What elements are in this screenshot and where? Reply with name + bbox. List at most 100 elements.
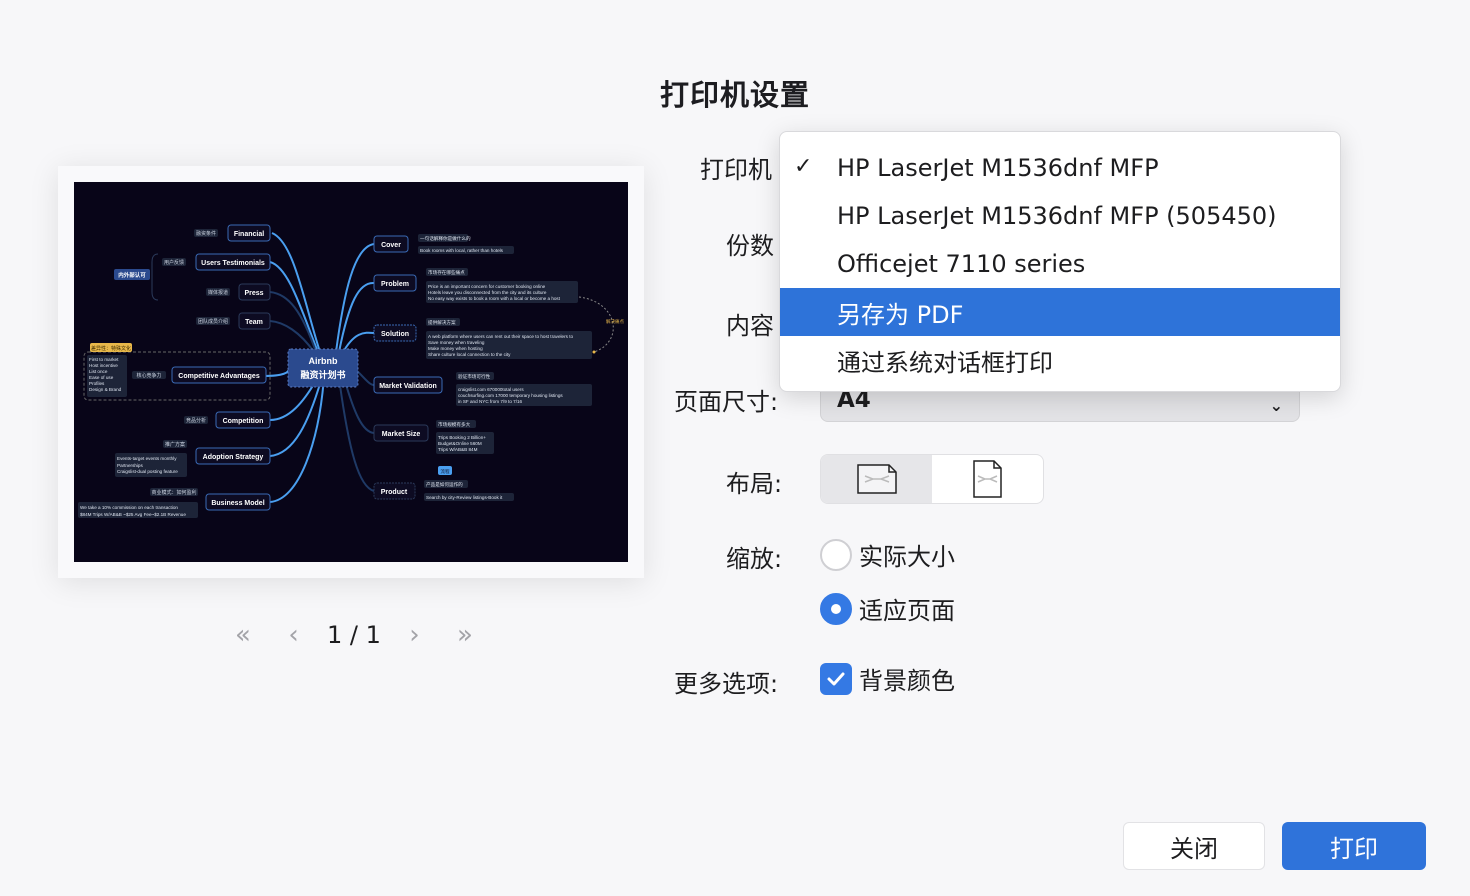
printer-option-hp-laserjet-505450[interactable]: HP LaserJet M1536dnf MFP (505450) (780, 192, 1340, 240)
svg-text:融资计划书: 融资计划书 (300, 369, 345, 380)
svg-text:Problem: Problem (381, 281, 409, 288)
svg-text:Profiles: Profiles (89, 381, 105, 386)
svg-text:Competitive Advantages: Competitive Advantages (178, 373, 260, 380)
printer-option-officejet[interactable]: Officejet 7110 series (780, 240, 1340, 288)
printer-label: 打印机 (700, 156, 772, 184)
svg-text:in SF and NYC from 7/9 to 7/16: in SF and NYC from 7/9 to 7/16 (458, 399, 523, 404)
svg-text:Events-target events monthly: Events-target events monthly (117, 456, 177, 461)
svg-text:First to market: First to market (89, 357, 119, 362)
svg-text:Host incentive: Host incentive (89, 363, 118, 368)
checkbox-checked-icon (820, 662, 852, 695)
svg-text:Hotels leave you disconnected: Hotels leave you disconnected from the c… (428, 290, 547, 295)
background-color-label: 背景颜色 (859, 667, 955, 695)
svg-text:差异性：特殊文化: 差异性：特殊文化 (91, 345, 131, 352)
svg-text:内外部认可: 内外部认可 (118, 271, 146, 279)
svg-text:List once: List once (89, 369, 108, 374)
printer-option-label: 另存为 PDF (837, 300, 964, 329)
svg-text:提供解决方案: 提供解决方案 (428, 319, 456, 326)
portrait-page-icon (972, 460, 1002, 498)
landscape-page-icon (856, 464, 897, 494)
svg-text:Share culture local connection: Share culture local connection to the ci… (428, 352, 511, 357)
svg-text:A web platform where users can: A web platform where users can rent out … (428, 334, 573, 339)
radio-unchecked-icon (820, 538, 852, 571)
last-page-button[interactable]: » (456, 620, 473, 650)
radio-checked-icon (820, 592, 852, 625)
svg-text:We take a 10% commission on ea: We take a 10% commission on each transac… (80, 505, 178, 510)
svg-text:Business Model: Business Model (211, 500, 264, 507)
layout-portrait-button[interactable] (932, 455, 1043, 503)
svg-text:媒体报道: 媒体报道 (208, 289, 228, 296)
svg-text:Book rooms with local, rather: Book rooms with local, rather than hotel… (420, 248, 504, 253)
next-page-button[interactable]: › (409, 620, 420, 650)
svg-text:Save money when traveling: Save money when traveling (428, 340, 485, 345)
svg-text:商业模式：如何盈利: 商业模式：如何盈利 (151, 489, 196, 496)
svg-text:Competition: Competition (223, 418, 264, 425)
mindmap-preview: Airbnb 融资计划书 Financial Users Testimonial… (74, 182, 628, 562)
svg-text:$84M Trips W/AB&B ~$25 Avg Fe: $84M Trips W/AB&B ~$25 Avg Fee~$2.1B Rev… (80, 512, 186, 517)
layout-label: 布局: (726, 470, 783, 498)
print-button[interactable]: 打印 (1282, 822, 1426, 870)
svg-text:craigslist.com 670000total use: craigslist.com 670000total users (458, 387, 524, 392)
svg-text:核心竞争力: 核心竞争力 (136, 372, 161, 379)
svg-text:Design & Brand: Design & Brand (89, 387, 122, 392)
scale-actual-size-option[interactable]: 实际大小 (820, 537, 955, 572)
svg-text:Budget&Online 560M: Budget&Online 560M (438, 441, 482, 446)
layout-landscape-button[interactable] (821, 455, 932, 503)
printer-option-label: HP LaserJet M1536dnf MFP (837, 154, 1159, 182)
svg-text:Market Validation: Market Validation (379, 383, 437, 390)
svg-text:Users Testimonials: Users Testimonials (201, 260, 265, 267)
svg-text:产品是如何运作的: 产品是如何运作的 (426, 481, 463, 488)
scale-actual-size-label: 实际大小 (859, 543, 955, 571)
svg-text:融资条件: 融资条件 (196, 230, 216, 237)
svg-text:竞品分析: 竞品分析 (186, 417, 206, 424)
svg-text:用户反馈: 用户反馈 (164, 259, 184, 266)
printer-option-save-as-pdf[interactable]: 另存为 PDF (780, 288, 1340, 336)
prev-page-button[interactable]: ‹ (288, 620, 299, 650)
svg-text:Press: Press (244, 290, 263, 297)
page-navigator: « ‹ 1 / 1 › » (226, 618, 482, 652)
scale-fit-page-label: 适应页面 (859, 597, 955, 625)
page-count: 1 / 1 (327, 621, 381, 649)
svg-text:Financial: Financial (234, 231, 264, 238)
mindmap-svg: Airbnb 融资计划书 Financial Users Testimonial… (78, 224, 624, 518)
svg-text:团队成员介绍: 团队成员介绍 (198, 318, 228, 325)
svg-text:验证市场可行性: 验证市场可行性 (458, 373, 491, 380)
close-button[interactable]: 关闭 (1123, 822, 1265, 870)
background-color-checkbox[interactable]: 背景颜色 (820, 661, 955, 696)
first-page-button[interactable]: « (235, 620, 251, 650)
printer-option-label: 通过系统对话框打印 (837, 348, 1053, 377)
svg-text:Market Size: Market Size (382, 431, 421, 438)
svg-text:Partnerships: Partnerships (117, 463, 143, 468)
svg-text:Cover: Cover (381, 242, 401, 249)
svg-text:流程: 流程 (440, 468, 450, 475)
svg-text:解决痛点: 解决痛点 (606, 318, 624, 325)
scale-fit-page-option[interactable]: 适应页面 (820, 591, 955, 626)
svg-text:Team: Team (245, 319, 263, 326)
svg-text:推广方案: 推广方案 (165, 441, 185, 448)
svg-text:Solution: Solution (381, 331, 409, 338)
printer-option-label: HP LaserJet M1536dnf MFP (505450) (837, 202, 1277, 230)
copies-label: 份数 (726, 232, 774, 260)
scale-label: 缩放: (726, 545, 783, 573)
more-options-label: 更多选项: (674, 670, 779, 698)
page-size-label: 页面尺寸: (674, 388, 779, 416)
svg-text:Price is an important concern: Price is an important concern for custom… (428, 284, 546, 289)
svg-text:一句话解释你是做什么的: 一句话解释你是做什么的 (420, 235, 471, 242)
layout-toggle (820, 454, 1044, 504)
printer-option-hp-laserjet[interactable]: ✓ HP LaserJet M1536dnf MFP (780, 144, 1340, 192)
svg-text:Ease of use: Ease of use (89, 375, 114, 380)
checkmark-icon: ✓ (794, 154, 813, 179)
printer-option-label: Officejet 7110 series (837, 250, 1086, 278)
svg-text:Trips W/AB&B 84M: Trips W/AB&B 84M (438, 447, 478, 452)
svg-text:Adoption Strategy: Adoption Strategy (203, 454, 264, 461)
print-preview: Airbnb 融资计划书 Financial Users Testimonial… (58, 166, 644, 578)
content-label: 内容 (726, 312, 774, 340)
svg-text:Search by city-Review listings: Search by city-Review listings-Book it (426, 495, 503, 500)
svg-text:市场规模有多大: 市场规模有多大 (438, 421, 471, 428)
svg-text:couchsurfing.com 17000 tempora: couchsurfing.com 17000 temporary housing… (458, 393, 563, 398)
printer-option-system-dialog[interactable]: 通过系统对话框打印 (780, 336, 1340, 384)
printer-dropdown-menu: ✓ HP LaserJet M1536dnf MFP HP LaserJet M… (779, 131, 1341, 392)
svg-text:Product: Product (381, 489, 408, 496)
svg-text:No easy way exists to book a r: No easy way exists to book a room with a… (428, 296, 561, 301)
svg-text:Airbnb: Airbnb (309, 356, 338, 366)
